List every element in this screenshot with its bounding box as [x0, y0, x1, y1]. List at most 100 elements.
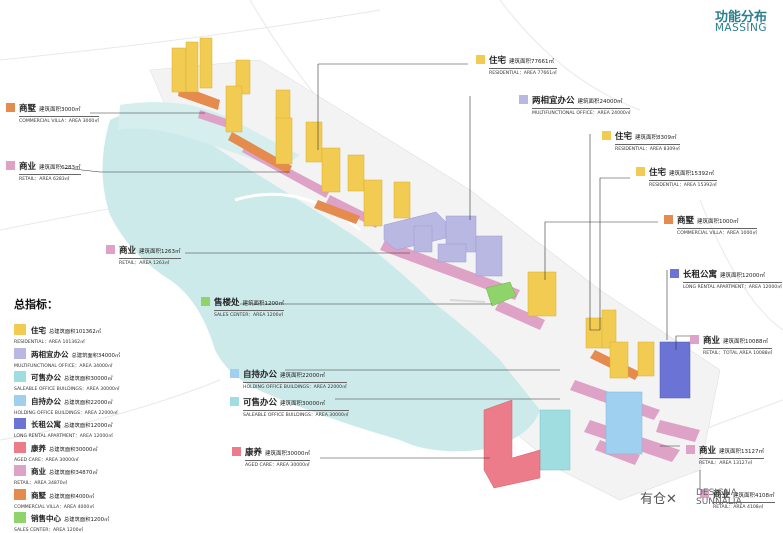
color-swatch — [106, 245, 115, 254]
long-rental-building — [659, 341, 691, 399]
watermark-text: 有仓✕ — [640, 492, 677, 507]
indicator-english: SALEABLE OFFICE BUILDINGS：AREA 30000㎡ — [14, 387, 120, 392]
indicator-name: 两相宜办公 — [31, 349, 69, 359]
callout-name: 商墅 — [19, 104, 37, 114]
color-swatch — [14, 512, 26, 523]
indicator-area: 总建筑面积12000㎡ — [64, 423, 113, 429]
color-swatch — [14, 347, 26, 359]
indicator-english: SALES CENTER：AREA 1200㎡ — [14, 528, 84, 533]
callout-english: RETAIL：AREA 13127㎡ — [699, 458, 765, 466]
callout-name: 商墅 — [677, 216, 695, 226]
indicators-title: 总指标： — [14, 298, 58, 311]
color-swatch — [14, 394, 26, 406]
color-swatch — [690, 335, 699, 344]
indicator-area: 总建筑面积30000㎡ — [49, 446, 98, 453]
color-swatch — [14, 465, 26, 476]
indicator-item: 住宅总建筑面积101362㎡ RESIDENTIAL：AREA 101362㎡ — [14, 318, 101, 345]
color-swatch — [700, 489, 709, 498]
indicator-name: 住宅 — [31, 326, 46, 335]
callout-area: 建筑面积22000㎡ — [280, 373, 326, 379]
color-swatch — [6, 161, 15, 170]
callout-english: COMMERCIAL VILLA：AREA 1000㎡ — [677, 228, 757, 236]
indicator-english: COMMERCIAL VILLA：AREA 4000㎡ — [14, 504, 94, 510]
callout-area: 建筑面积12000㎡ — [720, 273, 766, 279]
page-title: 功能分布 — [714, 10, 767, 25]
callout-english: AGED CARE：AREA 30000㎡ — [245, 460, 311, 468]
callout-english: RESIDENTIAL：AREA 15392㎡ — [649, 180, 717, 188]
callout-name: 商业 — [19, 162, 37, 172]
indicator-name: 商墅 — [31, 490, 46, 500]
callout-name: 可售办公 — [243, 398, 278, 408]
indicator-english: RESIDENTIAL：AREA 101362㎡ — [14, 340, 85, 345]
indicator-name: 商业 — [31, 467, 46, 476]
callout-english: RETAIL：TOTAL AREA 10088㎡ — [703, 348, 773, 356]
callout-name: 商业 — [699, 446, 717, 456]
callout-name: 住宅 — [615, 132, 633, 142]
river-water — [102, 112, 540, 452]
indicator-name: 长租公寓 — [31, 420, 61, 429]
color-swatch — [14, 441, 26, 453]
callout-area: 建筑面积15392㎡ — [669, 171, 715, 177]
indicator-english: RETAIL：AREA 34870㎡ — [14, 481, 68, 486]
callout-name: 商业 — [703, 336, 721, 346]
indicator-area: 总建筑面积1200㎡ — [64, 517, 110, 523]
callout-english: RETAIL：AREA 6283㎡ — [19, 174, 81, 182]
saleable-office-building — [539, 409, 571, 471]
color-swatch — [230, 397, 239, 406]
indicator-area: 总建筑面积101362㎡ — [49, 329, 102, 335]
callout-name: 两相宜办公 — [532, 96, 575, 106]
indicator-area: 总建筑面积30000㎡ — [64, 376, 113, 382]
callout-name: 自持办公 — [243, 370, 278, 380]
aged-care-building — [483, 399, 541, 489]
color-swatch — [664, 215, 673, 224]
color-swatch — [636, 167, 645, 176]
color-swatch — [686, 445, 695, 454]
callout-area: 建筑面积77661㎡ — [509, 59, 555, 65]
indicator-area: 总建筑面积34000㎡ — [71, 352, 121, 359]
sales-center-building — [485, 281, 517, 307]
callout-name: 商业 — [119, 246, 137, 256]
indicator-name: 康养 — [31, 443, 46, 453]
indicator-name: 自持办公 — [31, 396, 61, 406]
pier — [449, 299, 486, 303]
residential-towers — [171, 37, 655, 379]
callout-area: 建筑面积1263㎡ — [139, 249, 181, 255]
color-swatch — [519, 95, 528, 104]
callout-english: SALEABLE OFFICE BUILDINGS：AREA 30000㎡ — [243, 410, 349, 418]
color-swatch — [14, 324, 26, 335]
color-swatch — [230, 369, 239, 378]
callout-english: HOLDING OFFICE BUILDINGS：AREA 22000㎡ — [243, 382, 347, 390]
callout-area: 建筑面积30000㎡ — [265, 451, 311, 457]
callout-area: 建筑面积6283㎡ — [39, 165, 81, 171]
callout-english: RESIDENTIAL：AREA 77661㎡ — [489, 68, 557, 76]
callout-area: 建筑面积3000㎡ — [39, 107, 81, 113]
callout-english: RETAIL：AREA 4108㎡ — [713, 502, 775, 510]
callout-name: 住宅 — [649, 168, 667, 178]
callout-english: SALES CENTER：AREA 1200㎡ — [214, 310, 285, 318]
color-swatch — [14, 418, 26, 429]
indicator-name: 销售中心 — [31, 514, 61, 523]
holding-office-building — [605, 391, 643, 455]
color-swatch — [232, 447, 241, 456]
color-swatch — [602, 131, 611, 140]
callout-area: 建筑面积24000㎡ — [577, 99, 623, 105]
color-swatch — [6, 103, 15, 112]
indicator-area: 总建筑面积22000㎡ — [64, 399, 113, 406]
